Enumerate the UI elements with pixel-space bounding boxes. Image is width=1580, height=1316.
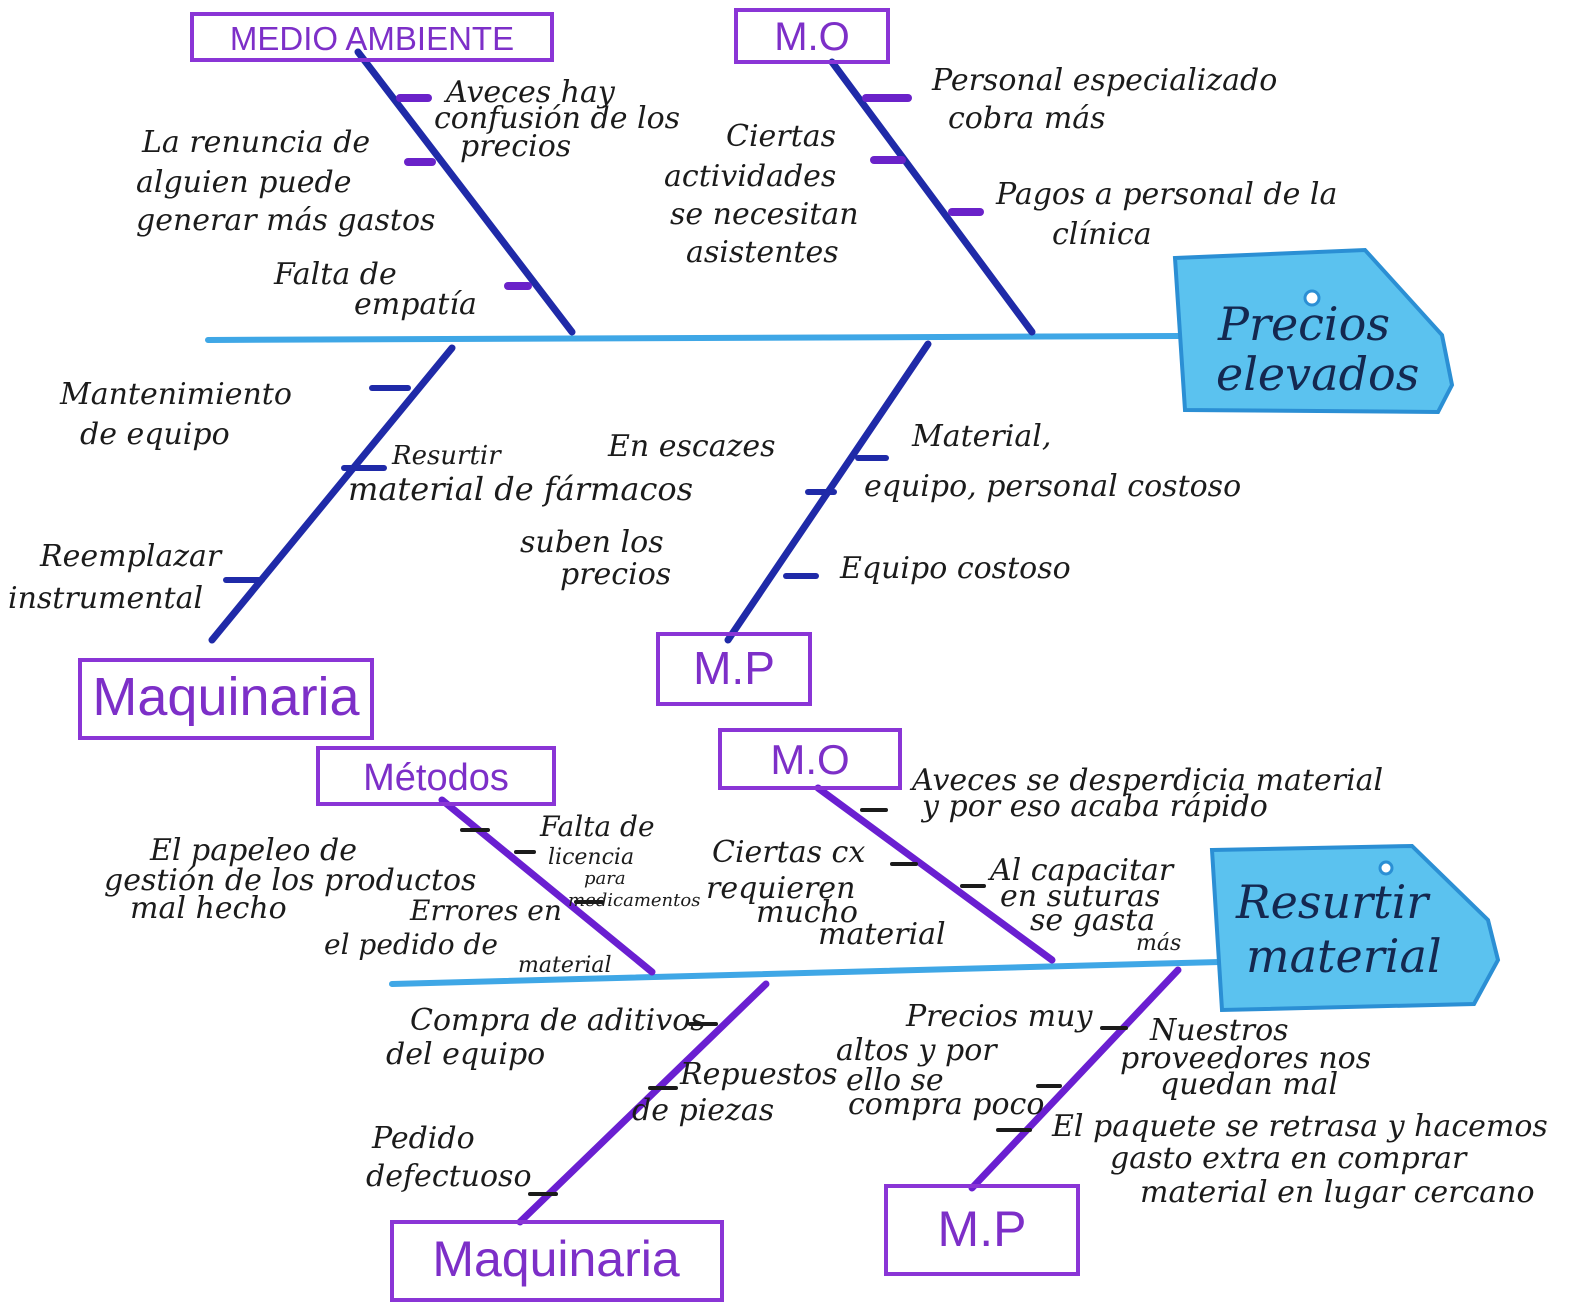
d1-bone-mo — [828, 58, 1036, 336]
d2-label-maquinaria: Maquinaria — [390, 1220, 724, 1302]
d1-cause-mo-2: Ciertas actividades se necesitan asisten… — [664, 119, 868, 270]
d2-cause-met-1: El papeleo de gestión de los productos m… — [104, 833, 486, 926]
d1-cause-ma-1: Aveces hay confusión de los precios — [434, 75, 690, 164]
svg-text:Maquinaria: Maquinaria — [432, 1231, 680, 1287]
d1-label-mo: M.O — [734, 8, 890, 64]
svg-text:M.O: M.O — [774, 15, 850, 59]
d2-cause-maq-3: Pedido defectuoso — [366, 1121, 532, 1194]
d2-spine — [389, 959, 1223, 987]
d2-effect-head — [1209, 843, 1501, 1013]
d2-cause-mp-3: El paquete se retrasa y hacemos gasto ex… — [1051, 1109, 1557, 1210]
d1-bone-maquinaria — [208, 344, 456, 644]
svg-text:M.P: M.P — [693, 642, 775, 694]
d1-cause-mp-1: En escazes suben los precios — [520, 429, 785, 592]
d1-cause-mo-3: Pagos a personal de la clínica — [995, 177, 1347, 252]
d2-cause-mo-2: Ciertas cx requieren mucho material — [706, 835, 946, 952]
d1-label-mp: M.P — [656, 632, 812, 706]
d1-ticks-bottom — [223, 385, 889, 583]
svg-text:Maquinaria: Maquinaria — [92, 667, 360, 727]
d1-cause-maq-2: Resurtir material de fármacos — [348, 437, 693, 508]
d2-bone-mo — [814, 784, 1056, 964]
d2-cause-mp-1: Precios muy altos y por ello se compra p… — [836, 999, 1102, 1122]
d1-ticks-top — [396, 94, 984, 290]
d2-label-mp: M.P — [884, 1184, 1080, 1276]
d2-ticks — [460, 808, 1128, 1196]
d2-cause-mo-1: Aveces se desperdicia material y por eso… — [909, 763, 1393, 824]
d2-bone-maquinaria — [516, 980, 770, 1226]
svg-text:MEDIO AMBIENTE: MEDIO AMBIENTE — [230, 20, 514, 57]
d1-cause-mp-3: Equipo costoso — [839, 551, 1071, 586]
d2-cause-maq-1: Compra de aditivos del equipo — [386, 1003, 715, 1072]
d2-effect-line-2: material — [1246, 929, 1442, 983]
d1-cause-ma-2: La renuncia de alguien puede generar más… — [136, 125, 435, 238]
d1-spine — [205, 333, 1183, 343]
diagram-1: Precios elevados MEDIO AMB — [8, 8, 1455, 740]
d1-head-eye — [1303, 289, 1321, 307]
d2-head-eye — [1378, 860, 1394, 876]
d1-label-maquinaria: Maquinaria — [78, 658, 374, 740]
d1-effect-line-2: elevados — [1216, 347, 1419, 401]
svg-text:M.O: M.O — [770, 736, 849, 783]
d1-cause-mp-2: Material, equipo, personal costoso — [864, 419, 1241, 504]
d2-cause-met-2: Falta de licencia para medicamentos — [539, 809, 700, 911]
diagram-2: Resurtir material Métodos — [104, 728, 1557, 1302]
svg-text:Métodos: Métodos — [363, 757, 509, 799]
d2-cause-maq-2: Repuestos de piezas — [632, 1057, 847, 1128]
d2-cause-met-3: Errores en el pedido de material — [324, 893, 612, 978]
d2-cause-mp-2: Nuestros proveedores nos quedan mal — [1120, 1013, 1381, 1102]
d2-label-mo: M.O — [718, 728, 902, 790]
d2-cause-mo-3: Al capacitar en suturas se gasta más — [987, 853, 1183, 956]
d1-cause-ma-3: Falta de empatía — [273, 257, 477, 322]
d2-bone-mp — [968, 966, 1182, 1192]
d1-effect-head — [1172, 247, 1455, 415]
d1-label-medio-ambiente: MEDIO AMBIENTE — [190, 12, 554, 62]
d1-cause-mo-1: Personal especializado cobra más — [931, 63, 1287, 136]
d1-effect-line-1: Precios — [1217, 297, 1390, 351]
d2-label-metodos: Métodos — [316, 746, 556, 806]
d1-cause-maq-3: Reemplazar instrumental — [8, 539, 231, 616]
svg-text:M.P: M.P — [938, 1201, 1027, 1257]
d1-cause-maq-1: Mantenimiento de equipo — [59, 377, 301, 452]
d1-bone-medio-ambiente — [354, 48, 576, 336]
d2-effect-line-1: Resurtir — [1235, 875, 1431, 929]
